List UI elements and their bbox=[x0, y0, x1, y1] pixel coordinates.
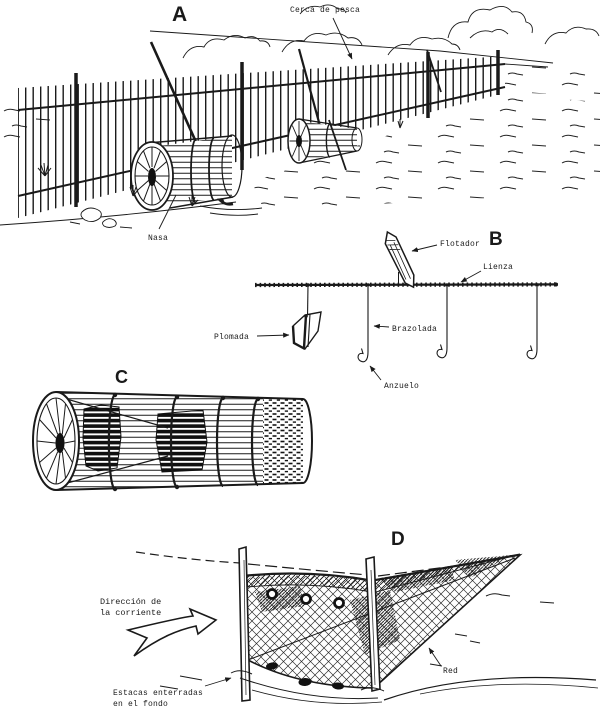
label-estacas-line2: en el fondo bbox=[113, 700, 168, 709]
funnel-dark-interior bbox=[82, 404, 122, 472]
panel-c-letter: C bbox=[115, 367, 128, 387]
trap-bands bbox=[107, 392, 261, 492]
flotador-float bbox=[384, 230, 415, 289]
panel-d-stow-net: D Dirección de la corriente Red Estacas … bbox=[100, 529, 599, 709]
grass-tufts bbox=[37, 119, 404, 207]
panel-a-letter: A bbox=[172, 3, 187, 26]
label-anzuelo: Anzuelo bbox=[384, 382, 419, 391]
trap-body-outline bbox=[55, 391, 313, 491]
label-brazolada: Brazolada bbox=[392, 325, 437, 334]
plomada-pointer-line bbox=[256, 332, 290, 338]
panel-a-fish-fence: A Cerca de pesca Nasa bbox=[0, 3, 600, 243]
label-nasa: Nasa bbox=[148, 234, 168, 243]
anzuelo-pointer-line bbox=[369, 365, 382, 381]
panel-d-letter: D bbox=[391, 529, 405, 550]
estacas-pointer-line bbox=[204, 677, 232, 687]
cerca-pointer-line bbox=[332, 17, 353, 60]
label-lienza: Lienza bbox=[483, 263, 513, 272]
label-direccion-line1: Dirección de bbox=[100, 597, 161, 607]
panel-b-letter: B bbox=[489, 229, 503, 250]
label-flotador: Flotador bbox=[440, 240, 480, 249]
lienza-main-line bbox=[254, 282, 559, 288]
clouds bbox=[182, 4, 600, 59]
ground-and-rocks bbox=[0, 201, 263, 229]
flotador-pointer-line bbox=[411, 244, 438, 253]
label-plomada: Plomada bbox=[214, 333, 249, 342]
current-direction-arrow bbox=[125, 607, 218, 657]
nasa-pointer-line bbox=[158, 194, 177, 230]
fence-posts bbox=[74, 50, 500, 207]
label-red: Red bbox=[443, 667, 458, 676]
net-weights bbox=[266, 662, 344, 690]
net bbox=[245, 553, 523, 690]
stakes bbox=[230, 545, 385, 702]
brazolada-pointer-line bbox=[373, 323, 390, 329]
panel-b-longline: B Flotador Lienza Plomada Brazolada Anzu… bbox=[214, 229, 559, 391]
net-rings bbox=[266, 588, 345, 609]
brazoladas-with-hooks bbox=[357, 282, 558, 363]
stake-left bbox=[238, 545, 251, 702]
label-estacas-line1: Estacas enterradas bbox=[113, 689, 203, 698]
label-direccion-line2: la corriente bbox=[100, 608, 161, 618]
sea-bottom bbox=[159, 593, 599, 704]
plomada-weight bbox=[291, 283, 322, 351]
net-inner-seam bbox=[247, 557, 516, 661]
trap-entrance-face bbox=[32, 391, 80, 491]
basket-trap-large bbox=[130, 134, 243, 211]
basket-trap-small bbox=[287, 118, 363, 171]
red-pointer-line bbox=[428, 647, 442, 667]
label-cerca-de-pesca: Cerca de pesca bbox=[290, 6, 360, 15]
panel-c-basket-trap: C bbox=[32, 367, 313, 492]
trap-body-slats bbox=[56, 392, 303, 490]
lienza-pointer-line bbox=[460, 270, 482, 283]
fence-rails bbox=[17, 63, 506, 197]
